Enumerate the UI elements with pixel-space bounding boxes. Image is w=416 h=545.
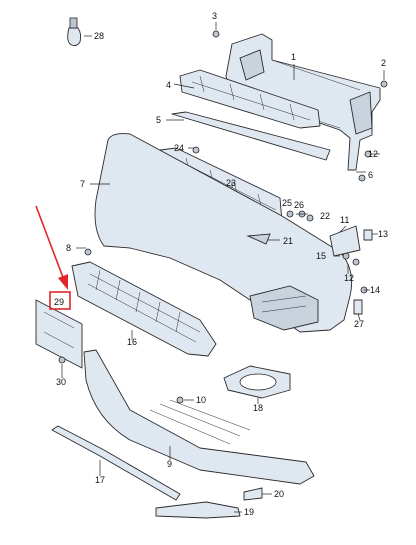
part-17-trim-strip — [51, 425, 181, 501]
highlight-indicator — [35, 205, 71, 310]
part-9-spoiler — [83, 349, 315, 485]
label-17: 17 — [95, 475, 105, 485]
part-2-screw — [380, 80, 388, 88]
label-14: 14 — [370, 285, 380, 295]
label-15: 15 — [316, 251, 326, 261]
label-12-upper: 12 — [368, 149, 378, 159]
part-1-carrier — [225, 33, 381, 171]
label-18: 18 — [253, 403, 263, 413]
label-1: 1 — [291, 52, 296, 62]
label-30: 30 — [56, 377, 66, 387]
label-27: 27 — [354, 319, 364, 329]
label-21: 21 — [283, 236, 293, 246]
label-19: 19 — [244, 507, 254, 517]
label-11: 11 — [340, 215, 349, 225]
label-12: 12 — [344, 273, 354, 283]
part-5-strip — [171, 111, 331, 161]
label-5: 5 — [156, 115, 161, 125]
part-24-screw — [192, 146, 200, 154]
label-24: 24 — [174, 143, 184, 153]
label-10: 10 — [196, 395, 206, 405]
label-22: 22 — [320, 211, 330, 221]
leader-lines — [61, 22, 385, 513]
label-7: 7 — [80, 179, 85, 189]
part-19-strip — [155, 501, 241, 519]
part-30-clip — [58, 356, 66, 364]
part-3-screw — [212, 30, 220, 38]
label-4: 4 — [166, 80, 171, 90]
label-8: 8 — [66, 243, 71, 253]
label-26: 26 — [294, 200, 304, 210]
label-16: 16 — [127, 337, 137, 347]
label-3: 3 — [212, 11, 217, 21]
label-6: 6 — [368, 170, 373, 180]
small-fasteners — [84, 150, 373, 404]
part-4-absorber — [179, 69, 321, 129]
part-16-lower-grille — [71, 261, 217, 357]
part-7-bumper-cover — [94, 133, 353, 333]
label-2: 2 — [381, 58, 386, 68]
label-25: 25 — [282, 198, 292, 208]
label-28: 28 — [94, 31, 104, 41]
part-18-fog-grille — [223, 365, 291, 399]
label-29: 29 — [54, 297, 64, 307]
label-20: 20 — [274, 489, 284, 499]
part-labels: 28 3 1 2 4 5 24 12 6 23 7 25 26 22 11 13… — [54, 11, 388, 517]
label-23: 23 — [226, 178, 236, 188]
part-20-clip — [243, 487, 263, 501]
part-29-plate-holder — [35, 299, 83, 369]
label-13: 13 — [378, 229, 388, 239]
label-9: 9 — [167, 459, 172, 469]
part-28-cap — [67, 17, 82, 47]
